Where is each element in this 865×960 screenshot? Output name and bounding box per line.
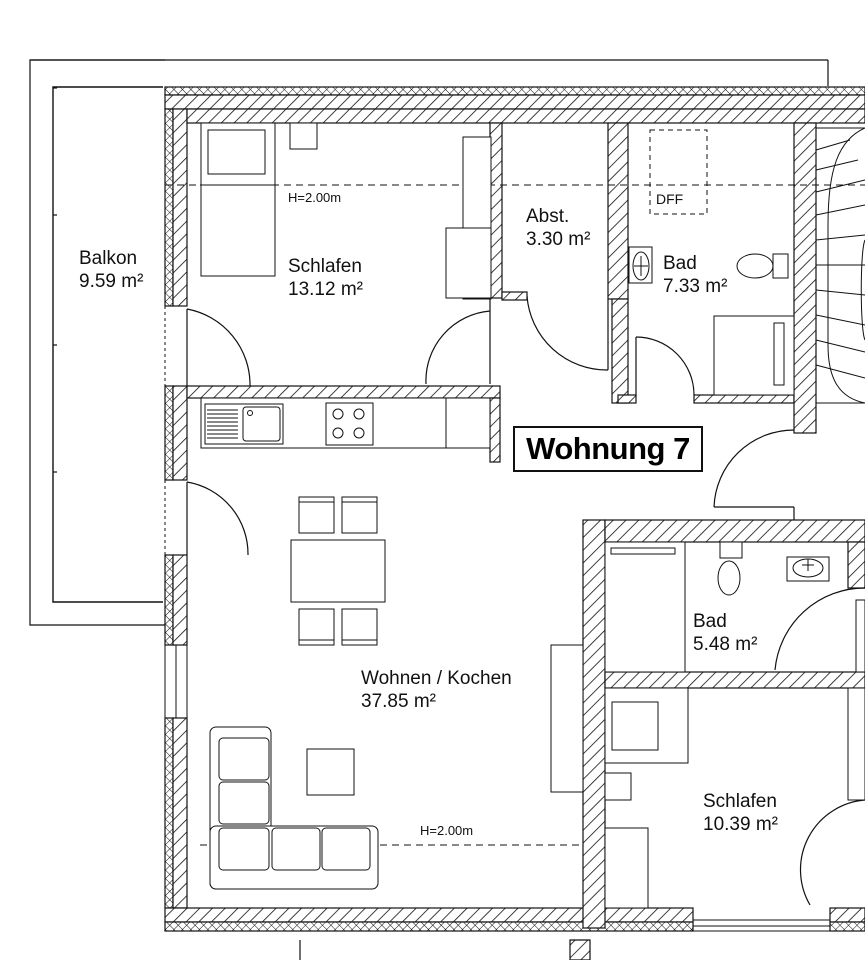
apartment-title: Wohnung 7 bbox=[513, 426, 703, 472]
room-name: Schlafen bbox=[288, 256, 362, 277]
doors bbox=[186, 295, 865, 960]
height-annotation-upper: H=2.00m bbox=[286, 190, 344, 206]
bed-2-furniture bbox=[604, 687, 865, 909]
kitchen-counter bbox=[200, 397, 491, 449]
room-area: 10.39 m² bbox=[703, 814, 778, 836]
height-annotation-lower: H=2.00m bbox=[418, 823, 476, 839]
room-label-bad: Bad 7.33 m² bbox=[663, 252, 727, 298]
sofa bbox=[209, 644, 584, 890]
balcony bbox=[29, 59, 829, 626]
dining-table bbox=[290, 496, 386, 646]
room-area: 5.48 m² bbox=[693, 634, 758, 656]
room-area: 37.85 m² bbox=[361, 691, 436, 713]
stairwell bbox=[815, 127, 865, 404]
bed-furniture bbox=[200, 122, 492, 300]
window-openings bbox=[164, 306, 831, 932]
bathroom-2-fixtures bbox=[604, 541, 865, 673]
room-name: Wohnen / Kochen bbox=[361, 668, 512, 689]
interior-walls bbox=[186, 108, 865, 929]
room-name: Bad bbox=[693, 611, 727, 632]
roof-window bbox=[649, 129, 708, 215]
room-label-schlafen: Schlafen 13.12 m² bbox=[288, 255, 363, 301]
room-name: Balkon bbox=[79, 248, 138, 269]
room-name: Abst. bbox=[526, 206, 570, 227]
room-label-wohnen-kochen: Wohnen / Kochen 37.85 m² bbox=[361, 667, 512, 713]
room-label-schlafen-2: Schlafen 10.39 m² bbox=[703, 790, 778, 836]
room-name: Schlafen bbox=[703, 791, 777, 812]
bathroom-fixtures bbox=[628, 246, 795, 396]
room-label-abst: Abst. 3.30 m² bbox=[526, 205, 590, 251]
room-label-balkon: Balkon 9.59 m² bbox=[79, 247, 143, 293]
roof-window-label: DFF bbox=[656, 191, 684, 207]
room-label-bad-2: Bad 5.48 m² bbox=[693, 610, 757, 656]
room-area: 9.59 m² bbox=[79, 271, 144, 293]
room-area: 7.33 m² bbox=[663, 276, 728, 298]
room-name: Bad bbox=[663, 253, 697, 274]
room-area: 3.30 m² bbox=[526, 229, 591, 251]
room-area: 13.12 m² bbox=[288, 279, 363, 301]
